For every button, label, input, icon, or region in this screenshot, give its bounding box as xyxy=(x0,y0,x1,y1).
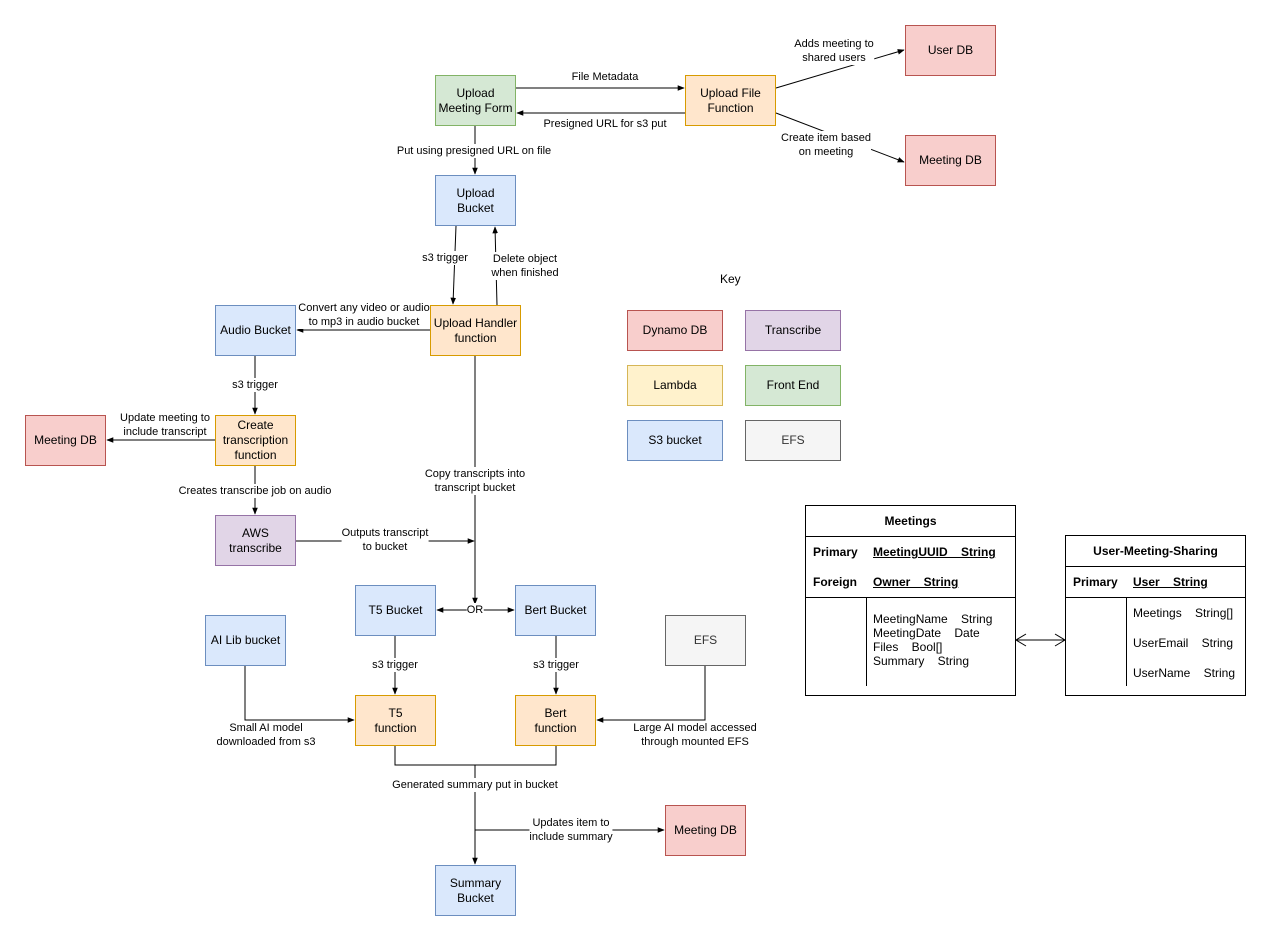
label-creates-job: Creates transcribe job on audio xyxy=(178,484,332,498)
meetings-foreign-label: Foreign xyxy=(813,575,857,589)
label-or: OR xyxy=(466,603,484,617)
bert-bucket-node: Bert Bucket xyxy=(515,585,596,636)
bert-function-node: Bert function xyxy=(515,695,596,746)
label-update-meeting: Update meeting to include transcript xyxy=(120,411,210,439)
key-s3-bucket: S3 bucket xyxy=(627,420,723,461)
upload-bucket-node: Upload Bucket xyxy=(435,175,516,226)
label-s3-trigger-bert: s3 trigger xyxy=(533,658,579,672)
label-s3-trigger-t5: s3 trigger xyxy=(372,658,418,672)
summary-bucket-node: Summary Bucket xyxy=(435,865,516,916)
meetings-primary-value: MeetingUUID String xyxy=(873,545,996,559)
user-db-node: User DB xyxy=(905,25,996,76)
label-file-metadata: File Metadata xyxy=(571,71,639,83)
t5-bucket-node: T5 Bucket xyxy=(355,585,436,636)
label-copy-transcripts: Copy transcripts into transcript bucket xyxy=(424,467,526,495)
label-outputs-transcript: Outputs transcript to bucket xyxy=(341,526,429,554)
meetings-primary-label: Primary xyxy=(813,545,858,559)
user-meeting-sharing-table: User-Meeting-Sharing Primary User String… xyxy=(1065,535,1246,696)
edge-ailib-to-t5fn xyxy=(244,666,355,723)
sharing-field: Meetings String[] xyxy=(1133,606,1234,620)
meetings-field: Summary String xyxy=(873,654,970,668)
label-large-model: Large AI model accessed through mounted … xyxy=(633,722,757,748)
upload-handler-node: Upload Handler function xyxy=(430,305,521,356)
edge-uploadbucket-to-handler xyxy=(450,225,457,305)
key-lambda: Lambda xyxy=(627,365,723,406)
label-create-item: Create item based on meeting xyxy=(781,131,871,159)
ai-lib-bucket-node: AI Lib bucket xyxy=(205,615,286,666)
edge-efs-to-bertfn xyxy=(596,666,706,723)
meetings-table-title: Meetings xyxy=(806,506,1015,537)
label-s3-trigger-audio: s3 trigger xyxy=(232,378,278,392)
meeting-db-top-node: Meeting DB xyxy=(905,135,996,186)
t5-function-node: T5 function xyxy=(355,695,436,746)
label-s3-trigger-upload: s3 trigger xyxy=(422,251,468,265)
sharing-fields-section: Meetings String[] UserEmail String UserN… xyxy=(1066,598,1245,696)
edge-bertfn-merge xyxy=(475,746,557,766)
key-title: Key xyxy=(720,272,741,286)
meetings-table: Meetings Primary MeetingUUID String Fore… xyxy=(805,505,1016,696)
upload-file-function-node: Upload File Function xyxy=(685,75,776,126)
efs-node: EFS xyxy=(665,615,746,666)
label-put-presigned: Put using presigned URL on file xyxy=(396,144,552,158)
meetings-foreign-value: Owner String xyxy=(873,575,959,589)
label-updates-item: Updates item to include summary xyxy=(529,816,613,844)
key-efs: EFS xyxy=(745,420,841,461)
edge-t5fn-merge xyxy=(394,746,475,766)
sharing-primary-value: User String xyxy=(1133,575,1208,589)
edge-uploadfn-to-userdb xyxy=(775,49,905,89)
label-generated-summary: Generated summary put in bucket xyxy=(392,778,558,792)
label-presigned-url: Presigned URL for s3 put xyxy=(543,118,667,130)
key-front-end: Front End xyxy=(745,365,841,406)
meetings-key-section: Primary MeetingUUID String Foreign Owner… xyxy=(806,537,1015,598)
label-convert-audio: Convert any video or audio to mp3 in aud… xyxy=(298,301,430,329)
sharing-table-title: User-Meeting-Sharing xyxy=(1066,536,1245,567)
er-crowfoot-left xyxy=(1015,633,1027,647)
meetings-field: MeetingName String xyxy=(873,612,993,626)
key-dynamo-db: Dynamo DB xyxy=(627,310,723,351)
meetings-field: MeetingDate Date xyxy=(873,626,980,640)
sharing-field: UserName String xyxy=(1133,666,1236,680)
sharing-key-section: Primary User String xyxy=(1066,567,1245,598)
audio-bucket-node: Audio Bucket xyxy=(215,305,296,356)
label-adds-meeting: Adds meeting to shared users xyxy=(794,37,874,65)
upload-meeting-form-node: Upload Meeting Form xyxy=(435,75,516,126)
label-small-model: Small AI model downloaded from s3 xyxy=(216,722,316,748)
sharing-primary-label: Primary xyxy=(1073,575,1118,589)
meeting-db-left-node: Meeting DB xyxy=(25,415,106,466)
meeting-db-bottom-node: Meeting DB xyxy=(665,805,746,856)
create-transcription-node: Create transcription function xyxy=(215,415,296,466)
sharing-field: UserEmail String xyxy=(1133,636,1234,650)
aws-transcribe-node: AWS transcribe xyxy=(215,515,296,566)
label-delete-object: Delete object when finished xyxy=(491,252,559,280)
meetings-field: Files Bool[] xyxy=(873,640,943,654)
meetings-fields-section: MeetingName String MeetingDate Date File… xyxy=(806,598,1015,696)
key-transcribe: Transcribe xyxy=(745,310,841,351)
